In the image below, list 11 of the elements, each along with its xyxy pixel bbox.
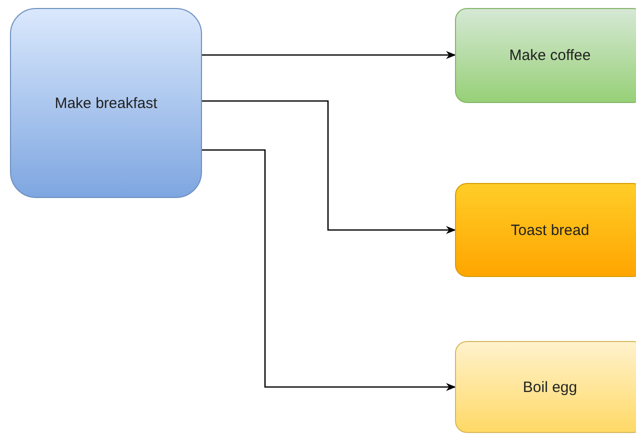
connector-arrow	[202, 100, 456, 234]
connector-arrow	[202, 149, 456, 391]
box-label: Make breakfast	[54, 94, 158, 112]
process-box	[455, 183, 636, 277]
process-box	[455, 8, 636, 103]
box-label: Boil egg	[522, 378, 578, 396]
connector-arrow	[202, 51, 456, 59]
process-box	[455, 341, 636, 433]
process-box	[10, 8, 202, 198]
box-label: Toast bread	[510, 222, 590, 238]
box-label: Make coffee	[508, 47, 592, 64]
